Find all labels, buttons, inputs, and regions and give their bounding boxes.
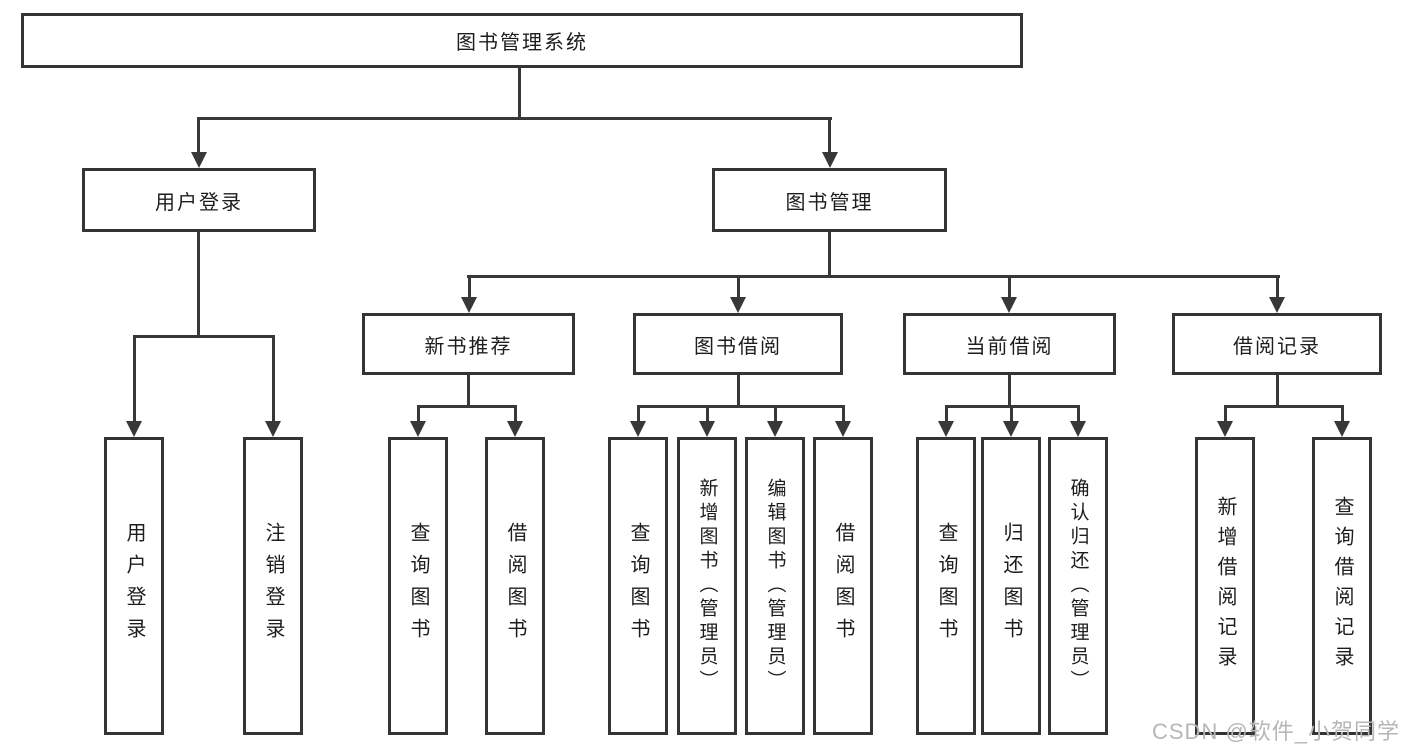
node-borrowing-records-label: 借阅记录 xyxy=(1233,335,1321,358)
node-book-management-label: 图书管理 xyxy=(785,191,874,214)
leaf-edit-books-admin-label: 编辑图书（管理员） xyxy=(764,478,786,694)
leaf-borrow-books-2-label: 借阅图书 xyxy=(832,522,854,650)
connector-arrowhead xyxy=(1001,297,1017,313)
connector-line xyxy=(518,68,521,120)
leaf-edit-books-admin: 编辑图书（管理员） xyxy=(745,437,805,735)
node-user-login-label: 用户登录 xyxy=(155,191,243,214)
connector-arrowhead xyxy=(630,421,646,437)
leaf-query-borrow-record-label: 查询借阅记录 xyxy=(1331,496,1353,676)
leaf-borrow-books-2: 借阅图书 xyxy=(813,437,873,735)
connector-line xyxy=(197,117,832,120)
connector-line xyxy=(514,405,517,424)
connector-line xyxy=(1224,405,1227,424)
connector-line xyxy=(1010,405,1013,424)
connector-arrowhead xyxy=(507,421,523,437)
leaf-confirm-return-admin-label: 确认归还（管理员） xyxy=(1067,478,1089,694)
connector-line xyxy=(637,405,845,408)
connector-line xyxy=(1008,375,1011,408)
connector-line xyxy=(828,117,831,155)
csdn-watermark: CSDN @软件_小贺同学 xyxy=(1152,719,1401,744)
connector-line xyxy=(828,232,831,278)
leaf-query-books-3: 查询图书 xyxy=(916,437,976,735)
connector-line xyxy=(417,405,420,424)
connector-arrowhead xyxy=(1217,421,1233,437)
connector-line xyxy=(1008,275,1011,300)
connector-line xyxy=(467,275,1280,278)
leaf-add-books-admin-label: 新增图书（管理员） xyxy=(696,478,718,694)
connector-line xyxy=(737,275,740,300)
leaf-return-books: 归还图书 xyxy=(981,437,1041,735)
connector-arrowhead xyxy=(461,297,477,313)
connector-line xyxy=(737,375,740,408)
node-current-borrowing-label: 当前借阅 xyxy=(965,335,1054,358)
connector-line xyxy=(467,375,470,408)
connector-arrowhead xyxy=(938,421,954,437)
leaf-query-books-2-label: 查询图书 xyxy=(627,522,649,650)
connector-line xyxy=(945,405,948,424)
leaf-query-books-3-label: 查询图书 xyxy=(935,522,957,650)
connector-arrowhead xyxy=(730,297,746,313)
node-root-label: 图书管理系统 xyxy=(456,32,588,54)
connector-line xyxy=(1341,405,1344,424)
connector-arrowhead xyxy=(822,152,838,168)
leaf-user-login-label: 用户登录 xyxy=(123,522,145,650)
connector-line xyxy=(1077,405,1080,424)
node-book-management: 图书管理 xyxy=(712,168,947,232)
connector-line xyxy=(637,405,640,424)
node-book-borrowing-label: 图书借阅 xyxy=(694,335,782,358)
connector-arrowhead xyxy=(1070,421,1086,437)
leaf-add-borrow-record-label: 新增借阅记录 xyxy=(1214,496,1236,676)
leaf-logout: 注销登录 xyxy=(243,437,303,735)
node-current-borrowing: 当前借阅 xyxy=(903,313,1116,375)
connector-line xyxy=(272,335,275,423)
leaf-query-books-1-label: 查询图书 xyxy=(407,522,429,650)
connector-arrowhead xyxy=(191,152,207,168)
connector-line xyxy=(417,405,517,408)
connector-line xyxy=(706,405,709,424)
connector-arrowhead xyxy=(265,421,281,437)
connector-line xyxy=(197,232,200,338)
leaf-confirm-return-admin: 确认归还（管理员） xyxy=(1048,437,1108,735)
leaf-borrow-books-1: 借阅图书 xyxy=(485,437,545,735)
connector-line xyxy=(133,335,275,338)
node-new-book-recommend-label: 新书推荐 xyxy=(424,335,513,358)
connector-line xyxy=(1276,375,1279,408)
leaf-borrow-books-1-label: 借阅图书 xyxy=(504,522,526,650)
connector-arrowhead xyxy=(1269,297,1285,313)
leaf-query-borrow-record: 查询借阅记录 xyxy=(1312,437,1372,735)
connector-line xyxy=(1224,405,1344,408)
node-book-borrowing: 图书借阅 xyxy=(633,313,843,375)
connector-arrowhead xyxy=(699,421,715,437)
connector-arrowhead xyxy=(126,421,142,437)
leaf-user-login: 用户登录 xyxy=(104,437,164,735)
node-user-login: 用户登录 xyxy=(82,168,316,232)
connector-line xyxy=(1276,275,1279,300)
connector-line xyxy=(133,335,136,423)
connector-arrowhead xyxy=(1003,421,1019,437)
leaf-return-books-label: 归还图书 xyxy=(1000,522,1022,650)
connector-arrowhead xyxy=(1334,421,1350,437)
connector-line xyxy=(774,405,777,424)
leaf-add-books-admin: 新增图书（管理员） xyxy=(677,437,737,735)
leaf-query-books-2: 查询图书 xyxy=(608,437,668,735)
connector-line xyxy=(468,275,471,300)
leaf-query-books-1: 查询图书 xyxy=(388,437,448,735)
connector-line xyxy=(197,117,200,155)
connector-arrowhead xyxy=(835,421,851,437)
connector-line xyxy=(842,405,845,424)
connector-arrowhead xyxy=(767,421,783,437)
connector-arrowhead xyxy=(410,421,426,437)
node-borrowing-records: 借阅记录 xyxy=(1172,313,1382,375)
leaf-add-borrow-record: 新增借阅记录 xyxy=(1195,437,1255,735)
leaf-logout-label: 注销登录 xyxy=(262,522,284,650)
node-new-book-recommend: 新书推荐 xyxy=(362,313,575,375)
node-root: 图书管理系统 xyxy=(21,13,1023,68)
